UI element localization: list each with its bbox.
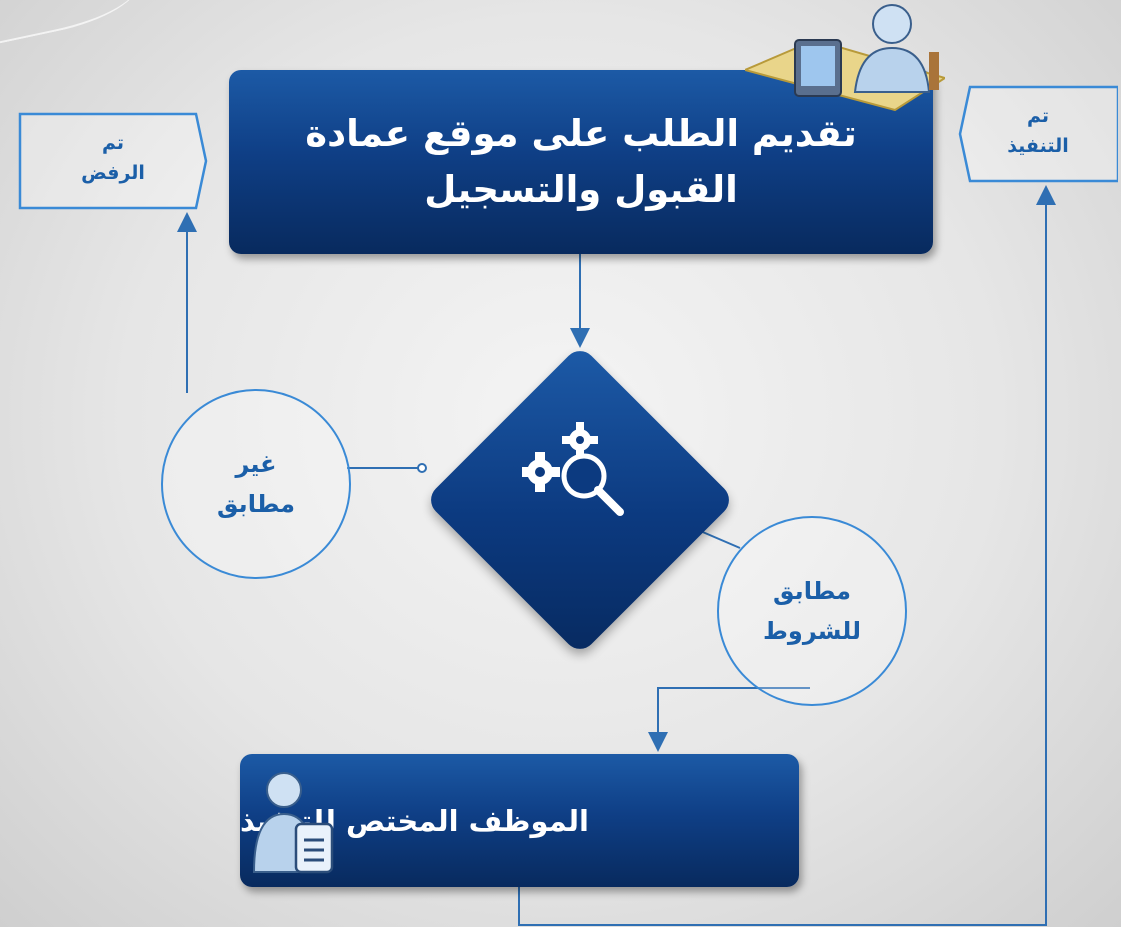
done-line2: التنفيذ (1007, 135, 1069, 157)
not-matching-line2: مطابق (217, 490, 295, 518)
done-tag: تم التنفيذ (958, 85, 1118, 183)
gears-magnifier-icon (522, 422, 624, 516)
matching-circle: مطابق للشروط (717, 516, 907, 706)
arrow-employee-to-done (518, 185, 1056, 926)
done-line1: تم (1026, 105, 1050, 127)
not-matching-circle: غير مطابق (161, 389, 351, 579)
rejected-line2: الرفض (81, 162, 145, 184)
employee-badge-icon (252, 772, 334, 874)
computer-user-icon (745, 4, 945, 112)
submit-request-text: تقديم الطلب على موقع عمادة القبول والتسج… (305, 112, 857, 211)
rejected-line1: تم (101, 132, 125, 154)
not-matching-line1: غير (235, 450, 277, 478)
rejected-tag: تم الرفض (18, 112, 208, 210)
matching-line1: مطابق (773, 577, 851, 605)
matching-line2: للشروط (763, 617, 862, 645)
submit-request-box: تقديم الطلب على موقع عمادة القبول والتسج… (229, 70, 933, 254)
